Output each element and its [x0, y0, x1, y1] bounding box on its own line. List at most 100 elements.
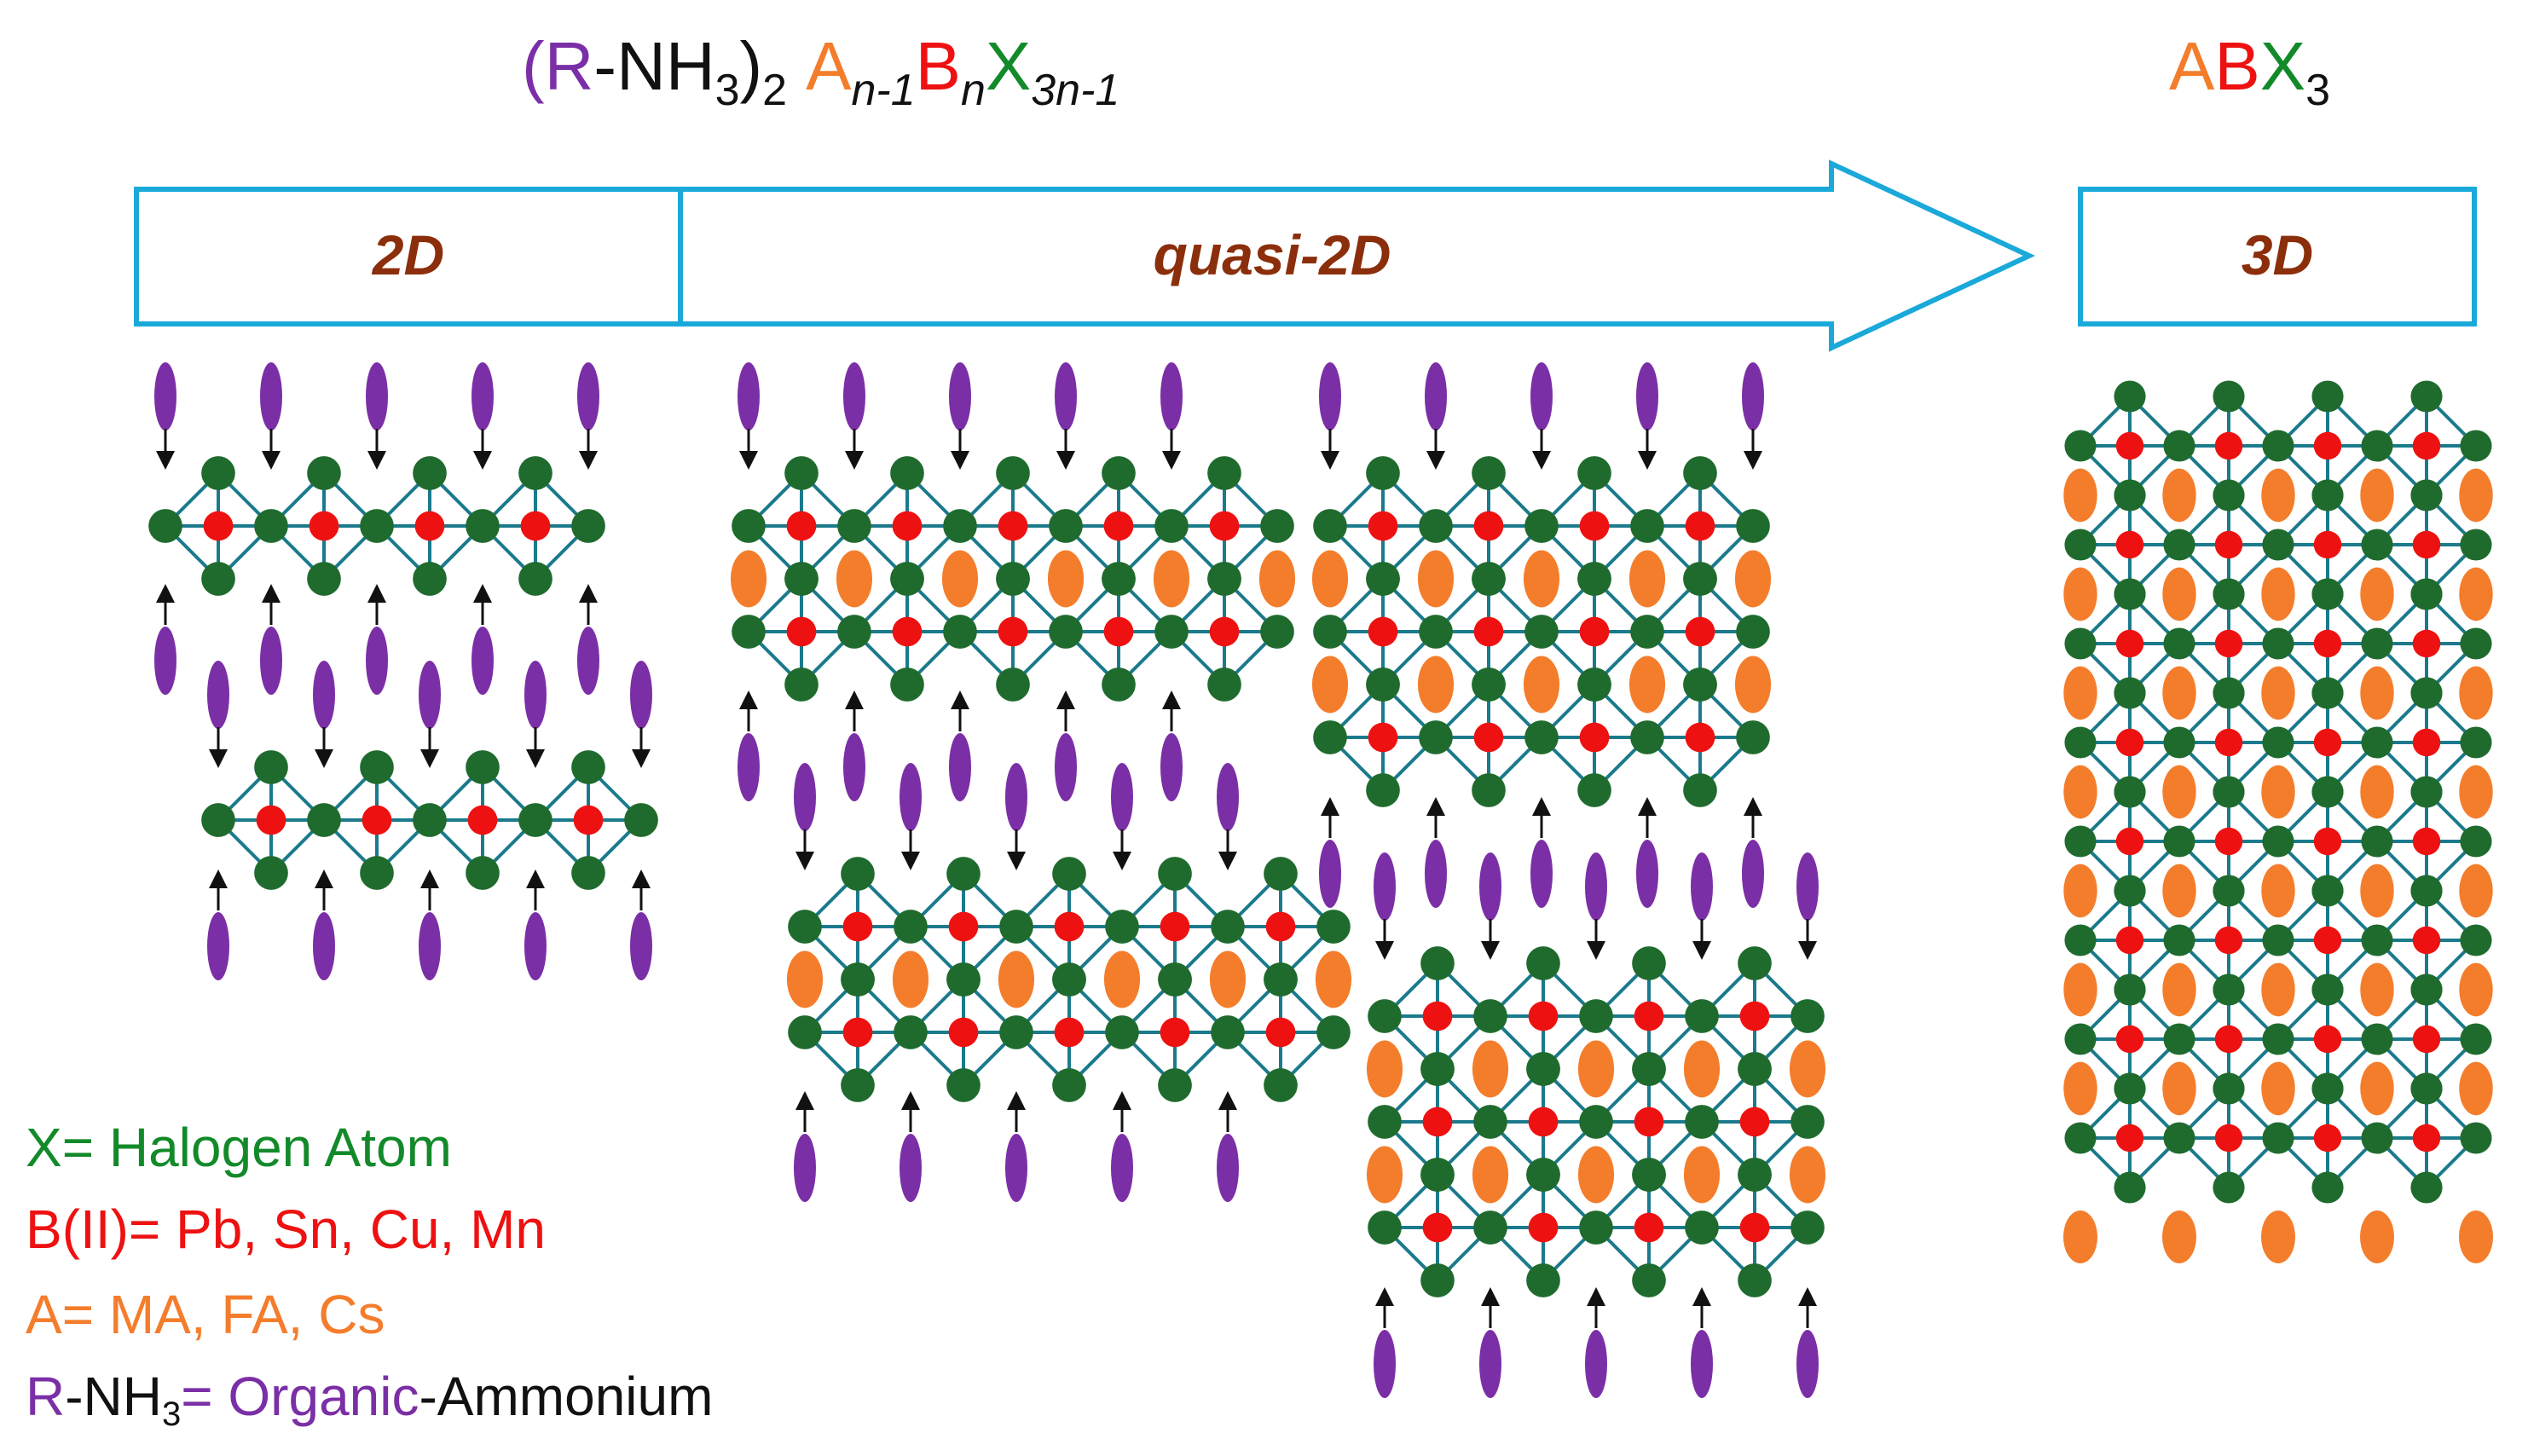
- bulk-3d-x-atom: [2163, 1023, 2195, 1055]
- spacers-2d-3-arrow-head: [526, 749, 545, 768]
- spacers-n3-2-arrow-head: [1744, 797, 1762, 816]
- bulk-3d-x-atom: [2213, 875, 2245, 907]
- spacers-2d-1-arrow-head: [367, 451, 386, 470]
- bulk-3d-a-cation: [2261, 567, 2295, 621]
- slab-n2-bottom-x-atom: [1052, 962, 1086, 997]
- spacers-n3-1-arrow-head: [1638, 451, 1657, 470]
- slab-n2-top-a-cation: [1258, 550, 1296, 608]
- slab-n3-bottom-x-atom: [1526, 1158, 1560, 1192]
- slab-2d-bottom-b-atom: [573, 805, 604, 835]
- spacers-n2-3-organic-cation: [794, 763, 816, 831]
- bulk-3d-x-atom: [2064, 529, 2097, 561]
- spacers-n3-2-organic-cation: [1425, 840, 1447, 908]
- slab-2d-top-x-atom: [201, 456, 235, 490]
- spacers-n3-1-arrow-head: [1426, 451, 1445, 470]
- spacers-n2-3: [794, 763, 1239, 870]
- slab-n3-bottom-a-cation: [1577, 1146, 1615, 1204]
- bulk-3d-x-atom: [2114, 974, 2146, 1006]
- slab-n3-top-x-atom: [1472, 773, 1506, 807]
- slab-n2-bottom-x-atom: [1105, 910, 1139, 944]
- spacers-n3-2-organic-cation: [1636, 840, 1658, 908]
- spacers-n3-1-organic-cation: [1425, 362, 1447, 430]
- bulk-3d-a-cation: [2063, 765, 2097, 819]
- slab-2d-top-x-atom: [413, 562, 447, 596]
- bulk-3d-a-cation: [2261, 666, 2295, 720]
- bulk-3d-b-atom: [2115, 728, 2144, 757]
- spacers-n3-1-arrow-head: [1321, 451, 1339, 470]
- slab-n3-top-x-atom: [1366, 773, 1400, 807]
- bulk-3d-b-atom: [2412, 530, 2441, 559]
- spacers-2d-3-arrow-head: [209, 749, 228, 768]
- spacers-2d-2-organic-cation: [260, 627, 282, 695]
- bulk-3d-x-atom: [2361, 825, 2393, 858]
- bulk-3d-a-cation: [2360, 864, 2394, 918]
- slab-n3-bottom-a-cation: [1683, 1146, 1721, 1204]
- slab-n2-bottom-x-atom: [1052, 1068, 1086, 1102]
- formula-open-paren: (: [522, 28, 545, 104]
- bulk-3d-x-atom: [2410, 776, 2443, 808]
- bulk-3d-x-atom: [2361, 529, 2393, 561]
- bulk-3d-a-cation: [2063, 666, 2097, 720]
- spacers-2d-3-organic-cation: [419, 661, 441, 729]
- slab-n3-top-x-atom: [1577, 667, 1611, 702]
- slab-2d-bottom-x-atom: [201, 803, 235, 837]
- formula-b-sub: n: [960, 66, 986, 115]
- bulk-3d-x-atom: [2311, 578, 2344, 610]
- spacers-n2-1: [738, 362, 1183, 470]
- slab-n2-top-x-atom: [1102, 667, 1136, 702]
- slab-n2-top-b-atom: [1209, 616, 1240, 647]
- slab-n2-top-x-atom: [732, 615, 766, 649]
- slab-n3-top-x-atom: [1472, 667, 1506, 702]
- spacers-2d-4: [207, 870, 652, 980]
- bulk-3d-b-atom: [2214, 530, 2243, 559]
- slab-n2-bottom-x-atom: [946, 962, 981, 997]
- slab-n3-bottom-x-atom: [1790, 1210, 1825, 1245]
- spacers-n3-3-arrow-head: [1587, 941, 1605, 960]
- formula-3d-b: B: [2214, 28, 2260, 104]
- slab-n3-bottom-x-atom: [1685, 1105, 1719, 1139]
- bulk-3d-a-cation: [2063, 864, 2097, 918]
- bulk-3d-x-atom: [2311, 479, 2344, 511]
- slab-n2-top-x-atom: [996, 456, 1030, 490]
- bulk-3d-x-atom: [2460, 924, 2492, 956]
- slab-n3-bottom-b-atom: [1739, 1212, 1770, 1243]
- bulk-3d-a-cation: [2459, 765, 2493, 819]
- bulk-3d-b-atom: [2412, 926, 2441, 955]
- slab-n2-top-x-atom: [996, 562, 1030, 596]
- slab-n3-bottom-x-atom: [1685, 999, 1719, 1033]
- bulk-3d-x-atom: [2163, 726, 2195, 759]
- slab-n3-top-x-atom: [1683, 667, 1717, 702]
- spacers-n2-2-organic-cation: [1160, 733, 1183, 801]
- slab-n3-bottom-x-atom: [1579, 999, 1613, 1033]
- slab-2d-top-x-atom: [518, 456, 552, 490]
- slab-n2-top-x-atom: [1207, 667, 1241, 702]
- spacers-n3-1-organic-cation: [1319, 362, 1341, 430]
- slab-n3-bottom-b-atom: [1528, 1212, 1559, 1243]
- spacers-n2-4: [794, 1091, 1239, 1202]
- slab-n2-top-x-atom: [943, 615, 977, 649]
- slab-n2-top-b-atom: [1209, 511, 1240, 541]
- slab-n2-bottom-b-atom: [1160, 1017, 1190, 1048]
- spacers-n2-3-organic-cation: [1111, 763, 1133, 831]
- spacers-n3-4-organic-cation: [1585, 1330, 1607, 1398]
- bulk-3d-x-atom: [2361, 1122, 2393, 1154]
- slab-n3-bottom-a-cation: [1789, 1040, 1826, 1098]
- spacers-n3-1-arrow-head: [1532, 451, 1551, 470]
- spacers-2d-3-arrow-head: [632, 749, 651, 768]
- slab-2d-bottom-x-atom: [518, 803, 552, 837]
- slab-n2-bottom-x-atom: [1158, 857, 1192, 891]
- bulk-3d-x-atom: [2460, 726, 2492, 759]
- bulk-3d-a-cation: [2459, 567, 2493, 621]
- slab-2d-top-x-atom: [413, 456, 447, 490]
- slab-n3-bottom-x-atom: [1420, 1052, 1455, 1086]
- slab-n3-top-atoms: [1311, 456, 1772, 807]
- bulk-3d-x-atom: [2114, 479, 2146, 511]
- bulk-3d-a-cation: [2063, 962, 2097, 1017]
- spacers-n2-4-organic-cation: [900, 1134, 922, 1202]
- slab-2d-bottom-x-atom: [466, 856, 500, 890]
- slab-n2-top-b-atom: [786, 511, 817, 541]
- bulk-3d-x-atom: [2213, 479, 2245, 511]
- spacers-n2-2-arrow-head: [1056, 690, 1075, 709]
- spacers-n3-3-arrow-head: [1798, 941, 1817, 960]
- spacers-n2-1-arrow-head: [951, 451, 969, 470]
